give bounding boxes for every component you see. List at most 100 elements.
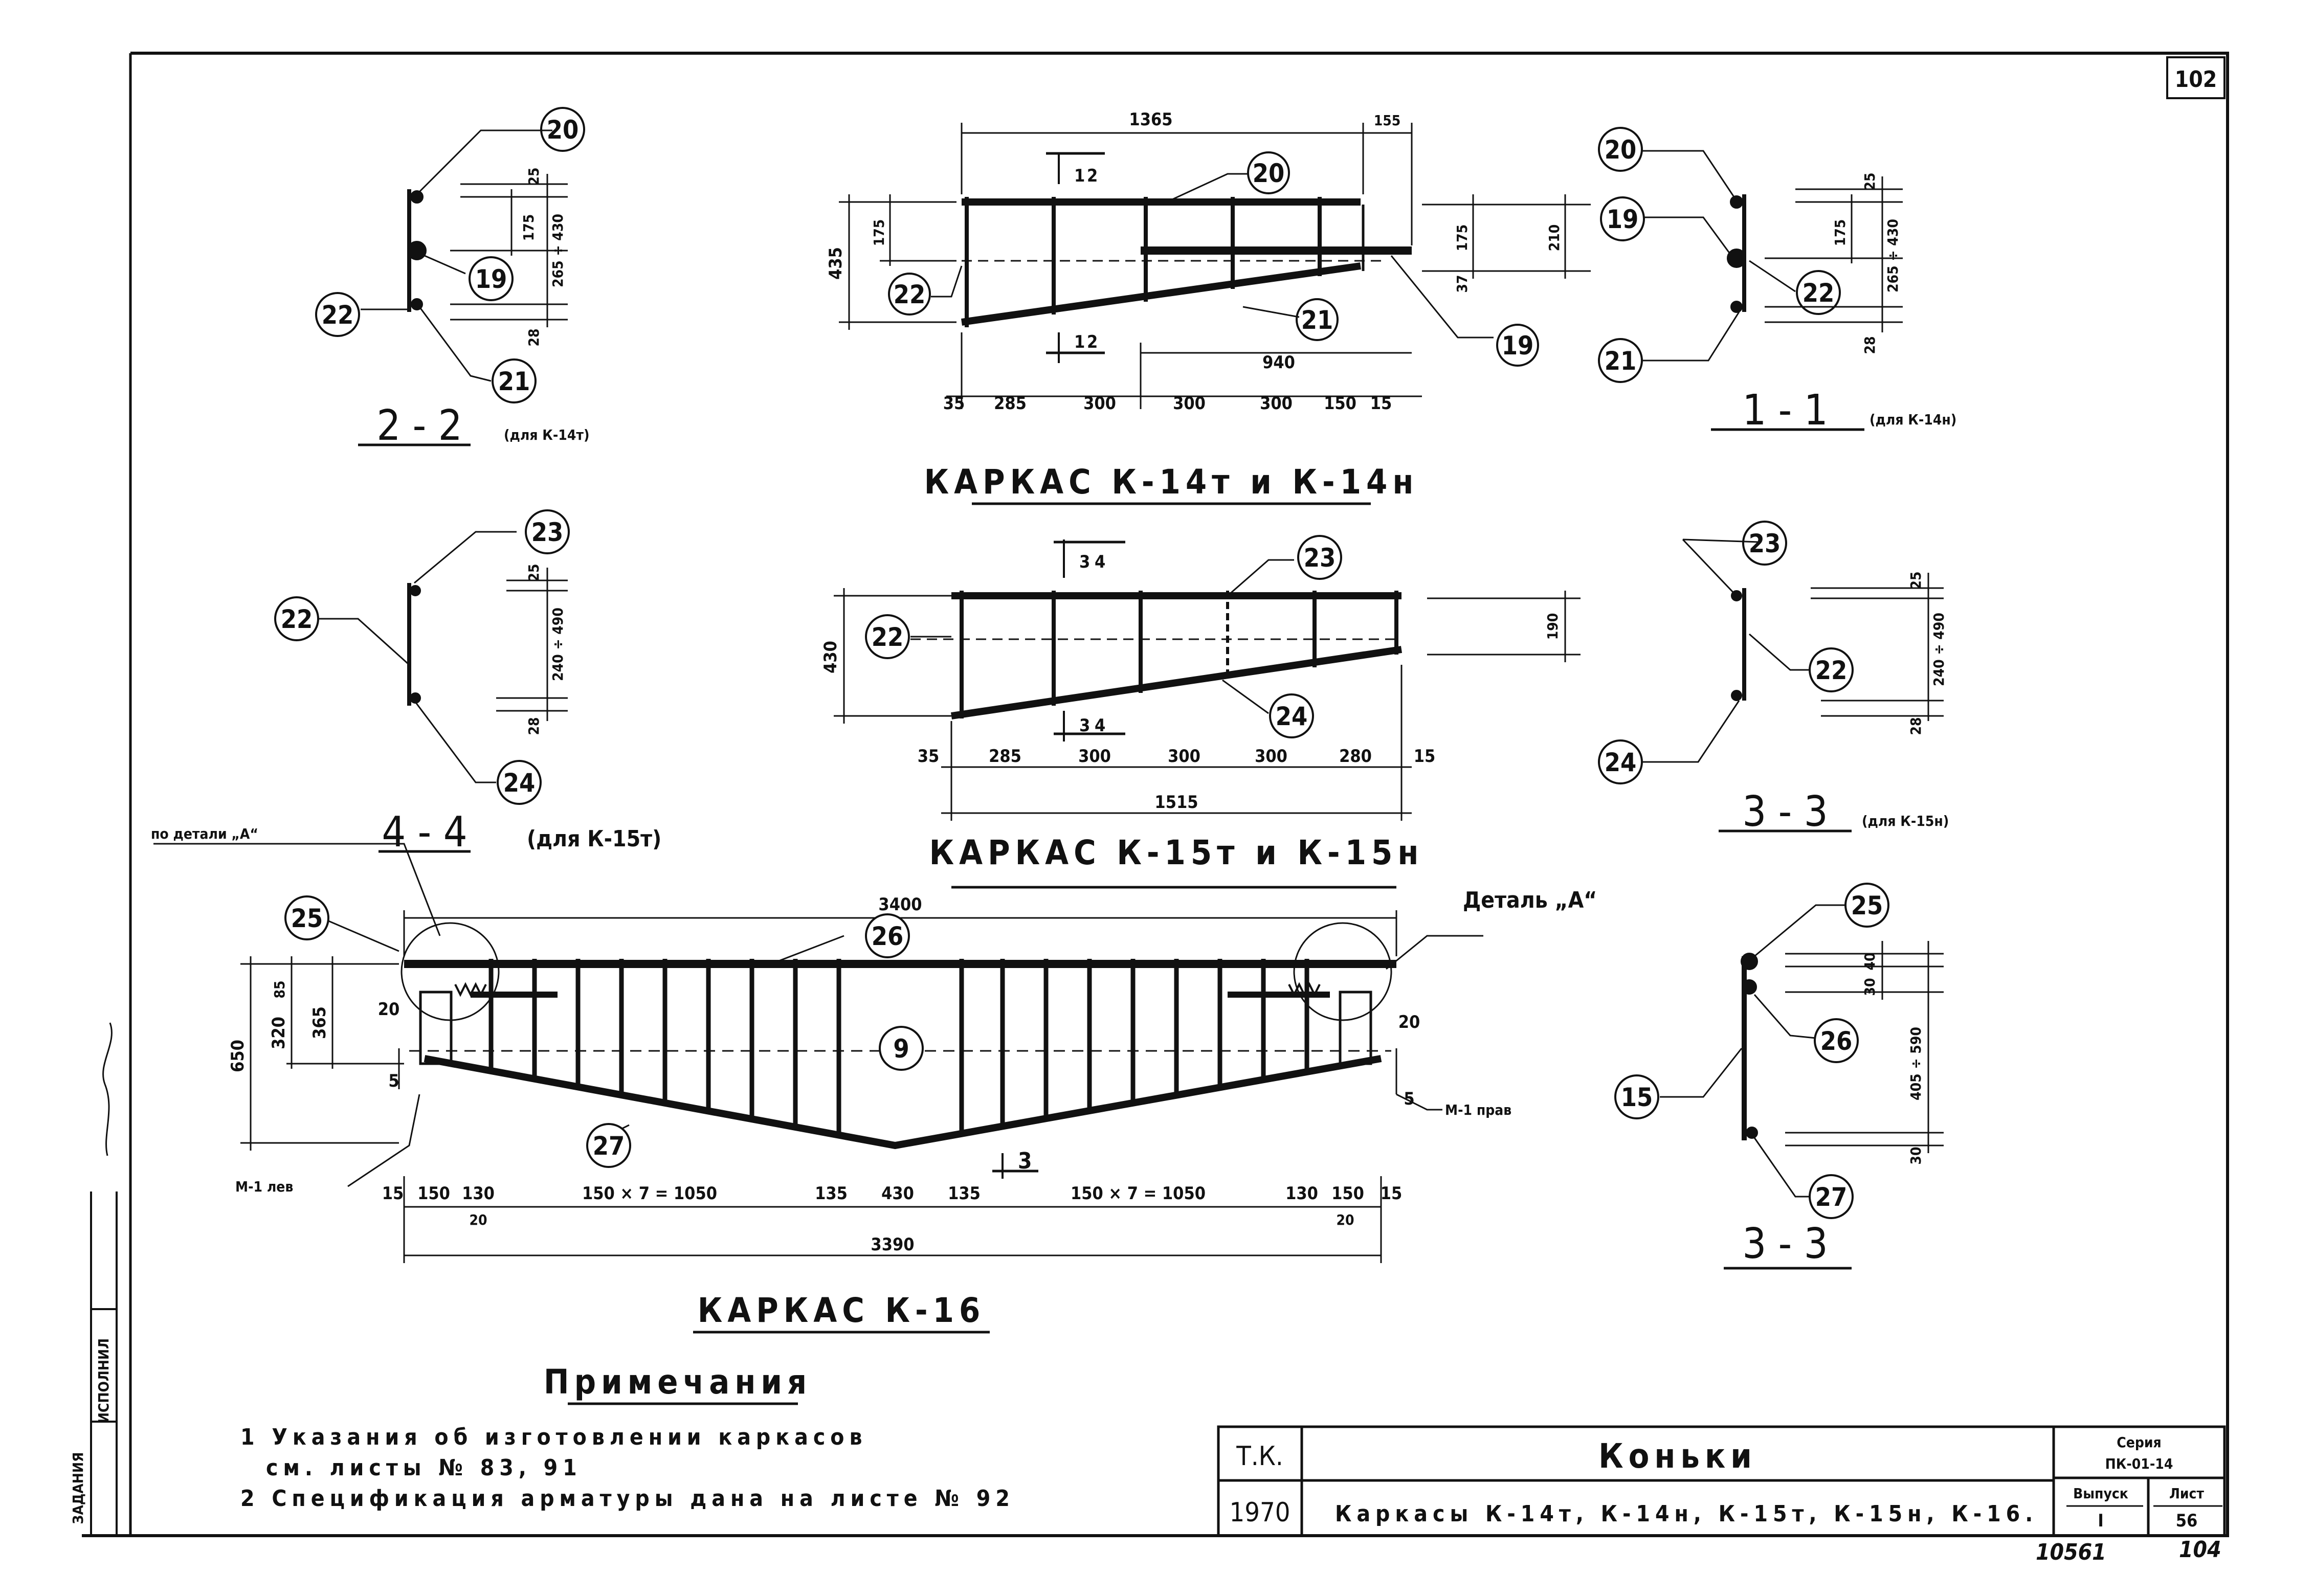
- dim-k16-small20-right: 20: [1336, 1211, 1354, 1228]
- section-33b-text: 40 30 405 ÷ 590 30 25 26 15 27 3 - 3: [1621, 891, 1924, 1268]
- section-22-text: 25 175 265 ÷ 430 28 20 19 22 21 2 - 2 (д…: [322, 115, 590, 450]
- cut-label-k15-4b: 4: [1095, 715, 1105, 736]
- bubble-s33b-27: 27: [1815, 1182, 1848, 1212]
- note-line-1: 1 Указания об изготовлении каркасов: [240, 1424, 867, 1450]
- dim-s33b-30: 30: [1861, 978, 1878, 996]
- cut-label-k15-3b: 3: [1079, 715, 1090, 736]
- cut-label-k14-1a: 1: [1074, 166, 1085, 186]
- tb-description: Каркасы К-14т, К-14н, К-15т, К-15н, К-16…: [1335, 1501, 2038, 1527]
- section-22-note: (для К-14т): [504, 426, 589, 443]
- bubble-s11-19: 19: [1607, 205, 1639, 234]
- bubble-k15-22: 22: [872, 622, 904, 652]
- bubble-s33a-24: 24: [1605, 748, 1637, 777]
- tb-vypusk-label: Выпуск: [2073, 1485, 2128, 1502]
- tb-vypusk: I: [2098, 1511, 2103, 1531]
- section-11-note: (для К-14н): [1870, 411, 1956, 428]
- dim-k14-b300c: 300: [1260, 393, 1293, 414]
- bubble-k14-19: 19: [1502, 331, 1534, 361]
- section-33a-note: (для К-15н): [1862, 813, 1949, 829]
- sheet-frame: [82, 52, 2229, 1537]
- dim-k16-b135a: 135: [815, 1183, 848, 1204]
- frame-k14-title: КАРКАС К-14т и К-14н: [924, 462, 1419, 502]
- bubble-s33a-23: 23: [1749, 529, 1781, 558]
- dim-s22-28: 28: [525, 328, 542, 346]
- bubble-s11-20: 20: [1605, 135, 1637, 165]
- dim-s11-175: 175: [1832, 219, 1849, 246]
- tb-tk: Т.К.: [1236, 1441, 1283, 1472]
- frame-k14-text: 1365 155 435 175 175 210 37 35 285 300 3…: [826, 109, 1563, 502]
- dim-k14-b300b: 300: [1173, 393, 1206, 414]
- bubble-s44-22: 22: [281, 604, 313, 634]
- bubble-s33b-15: 15: [1621, 1083, 1653, 1112]
- dim-s22-25: 25: [525, 167, 542, 185]
- dim-s33a-28: 28: [1907, 717, 1924, 735]
- tb-name: Коньки: [1598, 1436, 1757, 1476]
- dim-s33b-40: 40: [1861, 952, 1878, 970]
- dim-s33a-25: 25: [1907, 571, 1924, 589]
- section-11-text: 25 175 265 ÷ 430 28 20 19 22 21 1 - 1 (д…: [1605, 135, 1957, 435]
- tb-seriya-label: Серия: [2117, 1434, 2161, 1451]
- bubble-k16-26: 26: [872, 921, 904, 951]
- dim-k14-b285: 285: [994, 393, 1027, 414]
- section-33a-text: 25 240 ÷ 490 28 23 22 24 3 - 3 (для К-15…: [1605, 529, 1949, 836]
- dim-k15-1515: 1515: [1154, 792, 1198, 813]
- dim-k14-r37: 37: [1454, 275, 1471, 293]
- side-label-zadaniya: ЗАДАНИЯ: [70, 1452, 86, 1524]
- dim-k16-b15b: 15: [1381, 1183, 1403, 1204]
- dim-k16-320: 320: [269, 1017, 289, 1049]
- sheet-number: 102: [2175, 66, 2217, 93]
- bubble-s33b-26: 26: [1820, 1026, 1853, 1056]
- dim-k16-b150a: 150: [417, 1183, 450, 1204]
- dim-k16-b130b: 130: [1285, 1183, 1318, 1204]
- dim-s33b-range: 405 ÷ 590: [1907, 1027, 1924, 1100]
- frame-k15-title: КАРКАС К-15т и К-15н: [929, 833, 1424, 872]
- dim-k15-430: 430: [820, 641, 841, 673]
- dim-k14-r210: 210: [1546, 224, 1563, 252]
- bubble-k16-27: 27: [593, 1131, 625, 1161]
- notes-heading: Примечания: [544, 1362, 812, 1402]
- dim-k14-175: 175: [871, 219, 887, 246]
- frame-k16-dims: [153, 843, 1483, 1263]
- frame-k16-drawing: [400, 922, 1396, 1150]
- dim-k14-1365: 1365: [1129, 109, 1172, 130]
- dim-s33a-range: 240 ÷ 490: [1930, 613, 1947, 686]
- dim-k14-b150: 150: [1324, 393, 1356, 414]
- section-44-note: (для К-15т): [527, 826, 661, 852]
- dim-k15-b285: 285: [989, 746, 1021, 767]
- bubble-s33b-25: 25: [1851, 891, 1883, 920]
- dim-k16-l5: 5: [388, 1071, 399, 1091]
- frame-k16-bubbles: [284, 895, 924, 1168]
- dim-k15-b300c: 300: [1255, 746, 1287, 767]
- dim-k15-190: 190: [1544, 613, 1561, 640]
- bubble-s22-19: 19: [475, 264, 507, 294]
- cut-label-k15-4a: 4: [1095, 552, 1105, 572]
- section-44-text: 25 240 ÷ 490 28 23 22 24 4 - 4 (для К-15…: [281, 518, 661, 857]
- bubble-s44-24: 24: [503, 768, 536, 798]
- section-33a-title: 3 - 3: [1742, 788, 1828, 836]
- side-stamp: [90, 1022, 118, 1536]
- section-44-drawing: [274, 509, 570, 853]
- m1-right-label: М-1 прав: [1445, 1102, 1511, 1118]
- dim-k16-b130a: 130: [462, 1183, 495, 1204]
- cut-label-k14-2b: 2: [1087, 332, 1098, 352]
- dim-s22-175: 175: [520, 214, 537, 241]
- dim-k14-r175: 175: [1454, 224, 1471, 252]
- note-line-1b: см. листы № 83, 91: [266, 1455, 582, 1481]
- cut-label-k15-3a: 3: [1079, 552, 1090, 572]
- dim-k14-435: 435: [826, 247, 846, 280]
- frame-k16-title: КАРКАС К-16: [698, 1291, 986, 1330]
- dim-s33b-30b: 30: [1907, 1147, 1924, 1164]
- bubble-s11-22: 22: [1803, 278, 1835, 308]
- bubble-k15-23: 23: [1304, 543, 1336, 573]
- dim-s44-range: 240 ÷ 490: [549, 608, 566, 681]
- notes: Примечания 1 Указания об изготовлении ка…: [240, 1362, 1010, 1512]
- dim-k14-b15: 15: [1370, 393, 1392, 414]
- bubble-k14-20: 20: [1253, 159, 1285, 188]
- bottom-page-number: 104: [2179, 1537, 2221, 1563]
- bubble-s44-23: 23: [531, 518, 564, 547]
- side-label-ispolnil: ИСПОЛНИЛ: [95, 1338, 112, 1423]
- bubble-s11-21: 21: [1605, 346, 1637, 376]
- frame-k16-text: 3400 3390 85 320 365 650 20 5 20 5 15 15…: [151, 825, 1597, 1330]
- bubble-s33a-22: 22: [1815, 656, 1848, 685]
